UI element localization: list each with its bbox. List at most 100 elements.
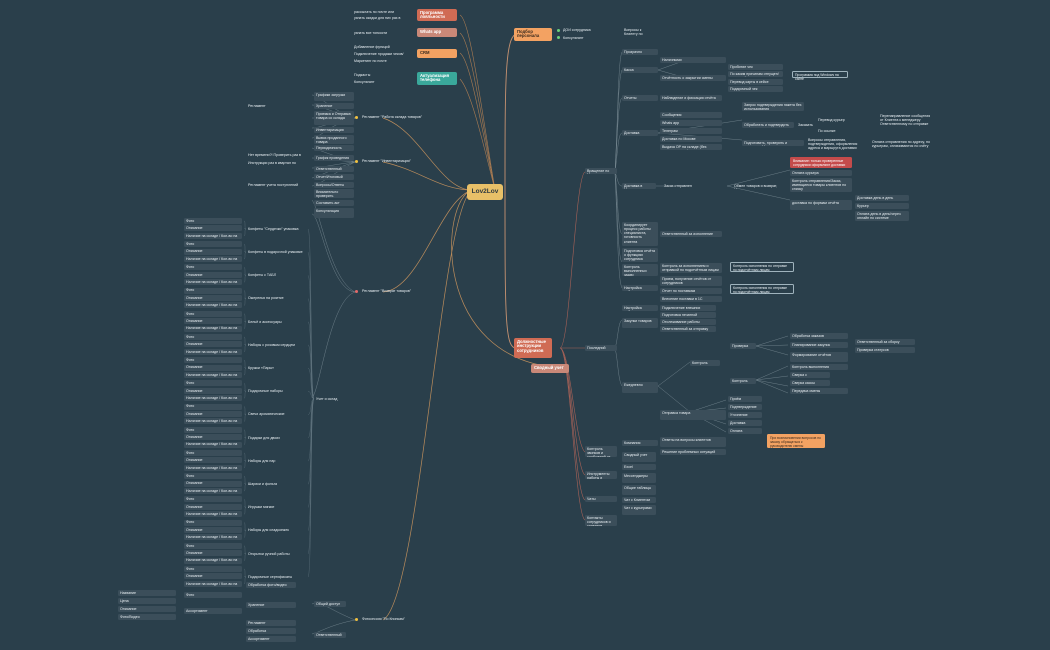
dostavka-detail-1[interactable]: Обработать и подтвердить предложение (742, 122, 794, 128)
right-chat[interactable]: Чаты (585, 496, 617, 502)
programma-item-0[interactable]: рассылать по почте или мессенджерам (354, 9, 395, 15)
reg2-item-0[interactable]: Периодичность (314, 145, 354, 151)
ezhed-detail-0[interactable]: Обработка заказов (790, 333, 848, 339)
reg2-item-2[interactable]: Ответственный (314, 166, 354, 172)
koord-2[interactable]: Ответственный за исполнение задач (660, 231, 722, 237)
product-leaf[interactable]: Описание (184, 573, 242, 580)
product-leaf[interactable]: Фото (184, 241, 242, 248)
right-chat-1[interactable]: Чат с курьерами (622, 505, 656, 515)
product-leaf[interactable]: Описание (184, 364, 242, 371)
product-leaf[interactable]: Фото (184, 218, 242, 224)
bottom-sub-4[interactable]: Описание (118, 606, 176, 612)
right-instrumenty[interactable]: Инструменты работы и программы (585, 471, 617, 479)
ezhed-detail-3[interactable]: Контроль выполнения (790, 364, 848, 370)
bottom-sub-3[interactable]: Цена (118, 598, 176, 604)
reg2-item-4[interactable]: Вопросы/Ответы (314, 182, 354, 188)
bottom-sub-2[interactable]: Название (118, 590, 176, 596)
bottom-item-0[interactable]: Общий доступ (314, 601, 346, 607)
right-instr-2[interactable]: Мессенджеры (622, 473, 656, 483)
dostavka-kurera-note-3[interactable]: доставка по формам отчёта (790, 200, 852, 210)
dostavka-kurera-right-0[interactable]: Доставка день в день (855, 195, 909, 201)
dostavka-detail-2[interactable]: Подготовить, проверить и отправить Маяко… (742, 140, 804, 146)
kassa-sub-1[interactable]: Отчётность о закрытии смены (660, 75, 726, 81)
dostavka-detail-0[interactable]: Запрос подтверждения пакета без использо… (742, 102, 804, 111)
kassa-detail-1[interactable]: По каким причинам отпущен/возвращён (728, 71, 783, 77)
ezhed-b[interactable]: Проверка товара на складе (730, 343, 756, 349)
right-dostavka[interactable]: Доставка (622, 130, 658, 136)
product-leaf[interactable]: Наличие на складе / Кол-во на складе (184, 557, 242, 564)
kassa-detail-0[interactable]: Пробитие чек (728, 64, 783, 70)
bottom-sub-0[interactable]: Фото (184, 592, 242, 598)
dostavka-sub-2[interactable]: Телеграм (660, 128, 722, 134)
branch-aktualizatsiya[interactable]: Актуализация телефона (417, 72, 457, 85)
right-otchety[interactable]: Отчеты (622, 95, 658, 101)
reg3-sub[interactable]: Регламент учета поступлений (248, 182, 299, 187)
right-instr-3[interactable]: Общие таблицы (622, 485, 656, 495)
reg3-item-2[interactable]: Консультация (314, 208, 354, 218)
crm-item-0[interactable]: Добавление функций (354, 44, 390, 49)
reg2-sub-0[interactable]: Нет времени?! Проверить раз в три месяца (248, 152, 301, 158)
right-instr-1[interactable]: Excel (622, 464, 656, 470)
product-group-label[interactable]: Бельё и аксессуары (248, 319, 282, 324)
right-nast-rab-2[interactable]: Настройка рабочих мест (622, 305, 658, 311)
bottom-item-1[interactable]: Ответственный (314, 632, 346, 638)
product-leaf[interactable]: Фото (184, 450, 242, 456)
ezhed-detail-2[interactable]: Формирование отчётов (790, 352, 848, 362)
podbor-item-1[interactable]: Консультант (563, 35, 584, 40)
branch-whats-app[interactable]: Whats app (417, 28, 457, 37)
ezhed-c[interactable]: Контроль оплаты заказа (730, 378, 756, 384)
right-vrashenie[interactable]: Вращение по Москве (585, 168, 617, 174)
dostavka-kurera-right-2[interactable]: Оплата день в день/через онлайн по систе… (855, 211, 909, 221)
product-leaf[interactable]: Фото (184, 542, 242, 549)
ezhed-lvl3-2[interactable]: Уточнение (728, 412, 762, 418)
reg-item-0[interactable]: Графики загрузки (314, 92, 354, 101)
product-leaf[interactable]: Фото (184, 310, 242, 317)
ezhed-lvl3-3[interactable]: Доставка (728, 420, 762, 426)
dostavka-sub-3[interactable]: Доставка по Москве (660, 136, 722, 142)
product-leaf[interactable]: Наличие на складе / Кол-во на складе (184, 325, 242, 332)
product-group-label[interactable]: Игрушки мягкие (248, 505, 275, 510)
product-leaf[interactable]: Описание (184, 550, 242, 557)
reg3-title[interactable]: Регламент "Возврат товаров" (362, 288, 412, 293)
right-kompania-2[interactable]: Компания (622, 440, 658, 446)
reg-item-3[interactable]: Инвентаризация (314, 127, 354, 133)
kompania-item-0[interactable]: Ответы на вопросы клиентов (660, 437, 726, 447)
product-group-label[interactable]: Шарики и фольга (248, 481, 277, 486)
product-leaf[interactable]: Фото (184, 380, 242, 387)
right-kassa[interactable]: Касса (622, 67, 658, 73)
right-chat-0[interactable]: Чат с Клиентом (622, 497, 656, 503)
dostavka-kurera-sub[interactable]: Заказ отправлен (664, 183, 692, 188)
product-group-label[interactable]: Открытки ручной работы (248, 551, 290, 556)
dostavka-kurera-note-1[interactable]: Оплата курьера (790, 170, 852, 176)
product-group-label[interactable]: Свечи ароматические (248, 412, 285, 417)
koord-note-0[interactable]: Контроль за исполнением и отправкой по п… (660, 263, 722, 273)
ezhed-lvl3-0[interactable]: Приём (728, 396, 762, 402)
product-leaf[interactable]: Фото (184, 519, 242, 526)
root-node[interactable]: Lov2Lov (467, 184, 503, 200)
bottom-sub-1[interactable]: Ассортимент (184, 608, 242, 614)
kassa-detail-3[interactable]: Подарочный чек (728, 86, 783, 92)
ezhed-detail-4[interactable]: Сверка с поставщиками (790, 372, 830, 378)
akt-item-1[interactable]: Консультант (354, 79, 375, 84)
product-leaf[interactable]: Наличие на складе / Кол-во на складе (184, 534, 242, 541)
product-leaf[interactable]: Наличие на складе / Кол-во на складе (184, 511, 242, 518)
product-group-label[interactable]: Конфеты с ТАБЛ (248, 273, 277, 278)
right-ezhed[interactable]: Ежедневно (622, 382, 658, 393)
product-leaf[interactable]: Фото (184, 264, 242, 271)
product-leaf[interactable]: Описание (184, 295, 242, 301)
programma-item-1[interactable]: узнать скидки для них раз в (354, 15, 401, 20)
product-leaf[interactable]: Описание (184, 271, 242, 278)
branch-dolzhnostnye[interactable]: Должностные инструкции сотрудников (514, 338, 552, 358)
product-leaf[interactable]: Фото (184, 473, 242, 480)
branch-crm[interactable]: CRM (417, 49, 457, 58)
otchety-sub[interactable]: Наблюдение и фиксация отчёта по сделке (660, 95, 722, 101)
podbor-item-0[interactable]: ДОИ сотрудника (563, 27, 591, 32)
product-leaf[interactable]: Фото (184, 496, 242, 503)
product-leaf[interactable]: Описание (184, 480, 242, 487)
bottom-item-4[interactable]: Регламент (246, 620, 296, 626)
product-leaf[interactable]: Наличие на складе / Кол-во на складе (184, 395, 242, 402)
product-leaf[interactable]: Описание (184, 457, 242, 464)
crm-item-2[interactable]: Маркетинг по почте (354, 58, 387, 63)
right-posledniy[interactable]: Последний (585, 345, 617, 351)
ezhed-detail-5[interactable]: Сверка кассы (790, 380, 830, 386)
